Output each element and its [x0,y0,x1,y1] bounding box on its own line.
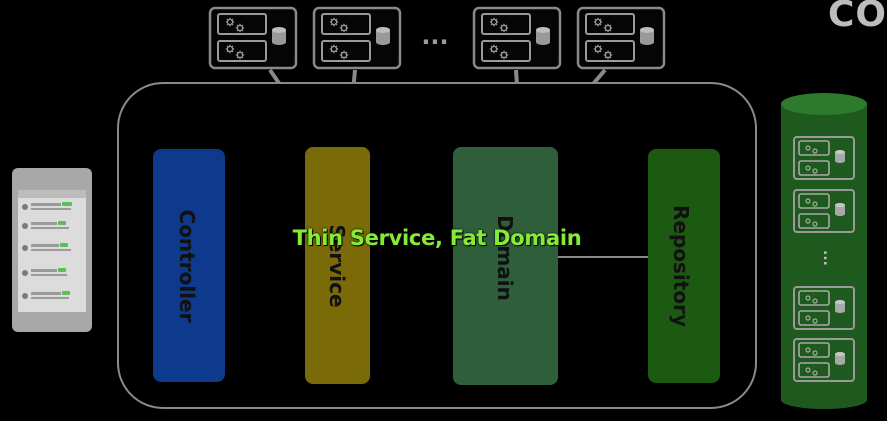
controller-label: Controller [175,210,199,323]
database-icon: ... [781,93,867,409]
server-ellipsis: ... [421,22,448,50]
corner-text: CO [827,0,887,35]
domain-label: Domain [493,215,517,301]
controller-layer [153,149,225,382]
mobile-phone-icon [12,168,92,332]
headline-overlay: Thin Service, Fat Domain [0,226,887,250]
server-rack-icon [578,8,664,68]
repository-layer [648,149,720,383]
server-rack-icon [793,136,855,180]
server-rack-icon [210,8,296,68]
headline-text: Thin Service, Fat Domain [292,226,582,250]
service-layer [305,147,370,384]
application-container [117,82,757,409]
repository-label: Repository [669,205,693,327]
database-ellipsis: ... [820,250,836,266]
server-rack-icon [793,338,855,382]
server-rack-icon [793,286,855,330]
server-rack-icon [314,8,400,68]
service-label: Service [325,224,349,307]
server-rack-icon [474,8,560,68]
domain-layer [453,147,558,385]
